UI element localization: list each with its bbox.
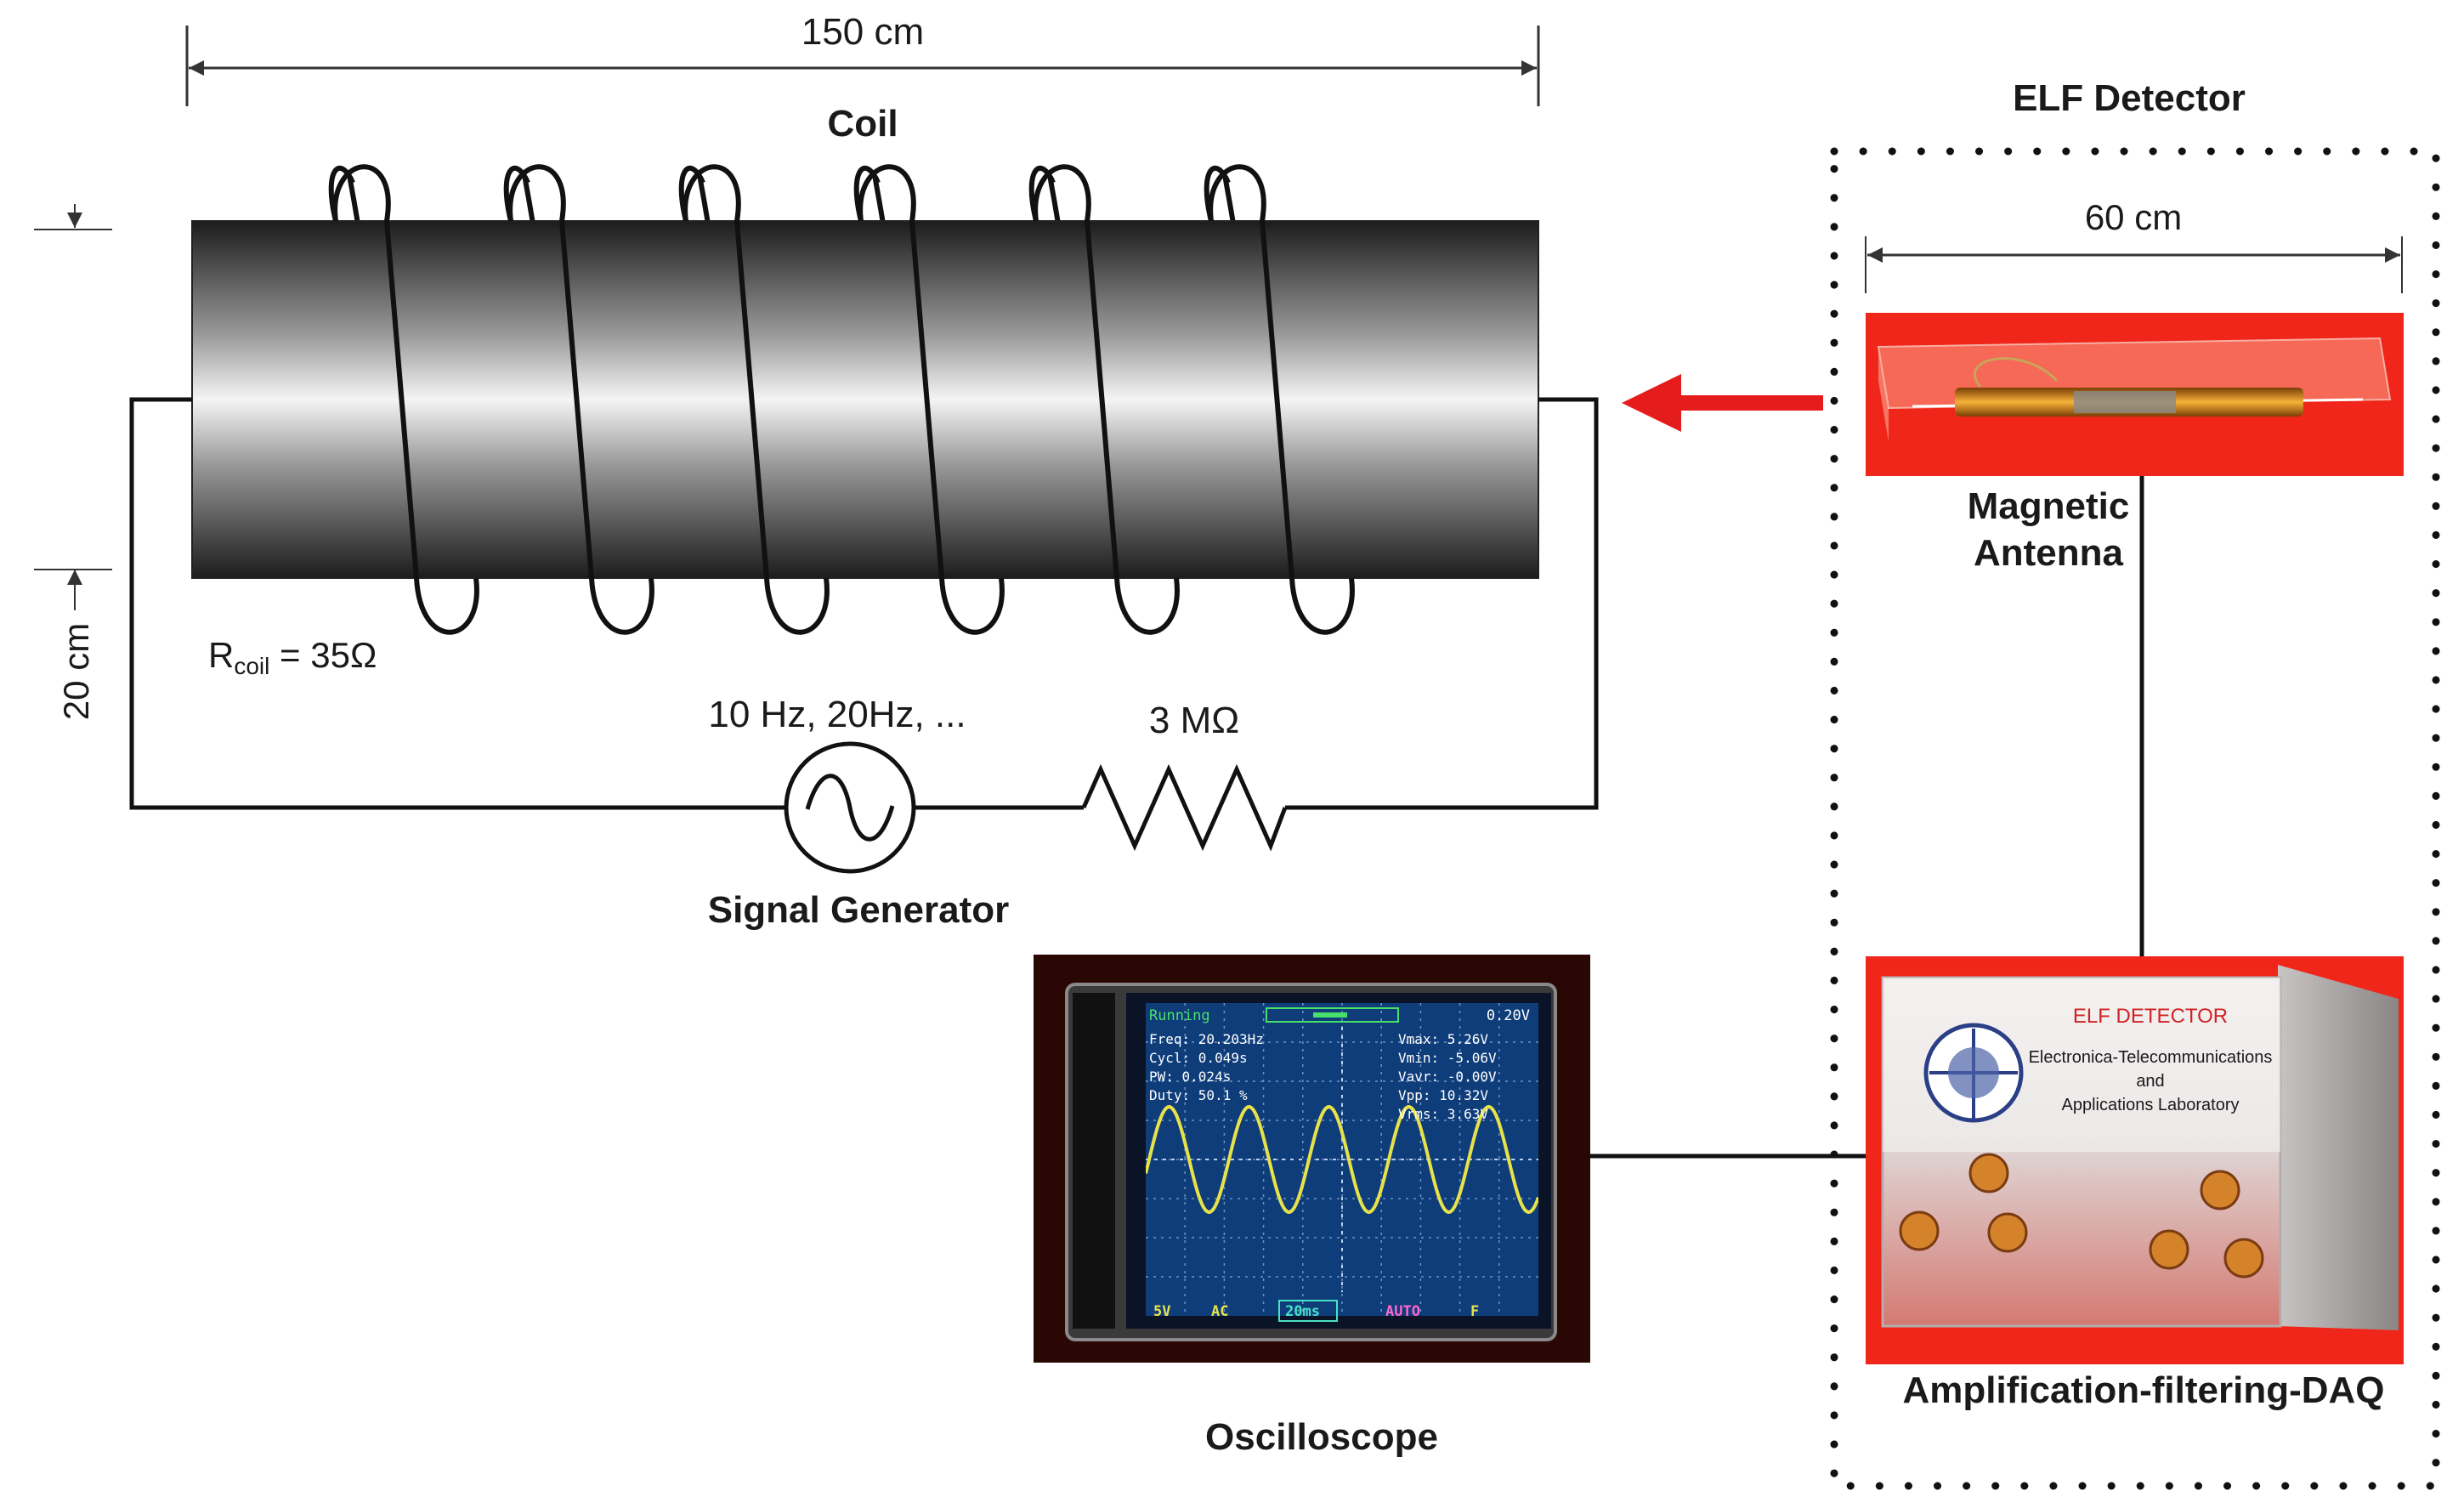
signal-generator — [784, 741, 916, 874]
daq-label: Amplification-filtering-DAQ — [1902, 1369, 2384, 1411]
resistor-label: 3 MΩ — [1149, 700, 1239, 741]
coil-cylinder — [191, 220, 1539, 579]
diameter-dimension: 20 cm — [34, 204, 112, 720]
scope-bar-item: F — [1470, 1303, 1479, 1320]
magnetic-antenna-label-2: Antenna — [1974, 532, 2124, 574]
magnetic-antenna-label: Magnetic — [1968, 485, 2130, 527]
daq-box-line1: Electronica-Telecommunications — [2029, 1048, 2273, 1067]
elf-detector-title: ELF Detector — [2013, 77, 2246, 119]
scope-readout: Vrms: 3.63V — [1398, 1106, 1488, 1122]
coil-winding — [332, 164, 1355, 635]
scope-readouts-left: Freq: 20.203Hz Cycl: 0.049s PW: 0.024s D… — [1149, 1031, 1264, 1103]
diameter-label: 20 cm — [56, 623, 96, 720]
magnetic-antenna-photo — [1866, 313, 2404, 476]
scope-readout: Duty: 50.1 % — [1149, 1087, 1248, 1103]
scope-volts-div: 0.20V — [1487, 1007, 1530, 1024]
scope-readout: Freq: 20.203Hz — [1149, 1031, 1264, 1047]
scope-status: Running — [1149, 1007, 1210, 1024]
scope-bar-item: AUTO — [1385, 1303, 1420, 1320]
signal-generator-label: Signal Generator — [708, 889, 1010, 931]
scope-readout: Vmax: 5.26V — [1398, 1031, 1488, 1047]
resistor-symbol — [1081, 763, 1288, 852]
daq-box-photo: ELF DETECTOR Electronica-Telecommunicati… — [1866, 956, 2404, 1364]
scope-readout: Cycl: 0.049s — [1149, 1050, 1248, 1066]
circuit-wires — [129, 397, 1599, 810]
bnc-connectors — [1899, 1153, 2264, 1278]
daq-box-line3: Applications Laboratory — [2061, 1096, 2239, 1114]
oscilloscope-photo: Running 0.20V Freq: 20.203Hz Cycl: 0.049… — [1034, 955, 1590, 1363]
scope-bar-item: 5V — [1153, 1303, 1170, 1320]
scope-trace — [1146, 1104, 1538, 1215]
scope-bar-item: 20ms — [1285, 1303, 1320, 1320]
length-label: 150 cm — [802, 11, 924, 53]
scope-bar-item: AC — [1211, 1303, 1228, 1320]
oscilloscope-label: Oscilloscope — [1205, 1416, 1438, 1458]
coil-resistance-label: Rcoil = 35Ω — [208, 635, 377, 679]
daq-box-title: ELF DETECTOR — [2073, 1005, 2228, 1028]
coil-title: Coil — [827, 103, 898, 145]
scope-readout: Vavr: -0.00V — [1398, 1069, 1497, 1085]
antenna-length-label: 60 cm — [2085, 197, 2182, 237]
scope-readout: PW: 0.024s — [1149, 1069, 1231, 1085]
length-dimension: 150 cm — [185, 11, 1540, 106]
field-arrow — [1622, 374, 1823, 432]
scope-grid — [1146, 1003, 1538, 1316]
frequency-label: 10 Hz, 20Hz, ... — [708, 694, 966, 735]
scope-bottom-bar: 5V AC 20ms AUTO F — [1153, 1300, 1479, 1322]
scope-readout: Vmin: -5.06V — [1398, 1050, 1497, 1066]
scope-readout: Vpp: 10.32V — [1398, 1087, 1488, 1103]
scope-readouts-right: Vmax: 5.26V Vmin: -5.06V Vavr: -0.00V Vp… — [1398, 1031, 1497, 1122]
antenna-dimension: 60 cm — [1865, 197, 2403, 293]
daq-box-line2: and — [2136, 1072, 2164, 1091]
